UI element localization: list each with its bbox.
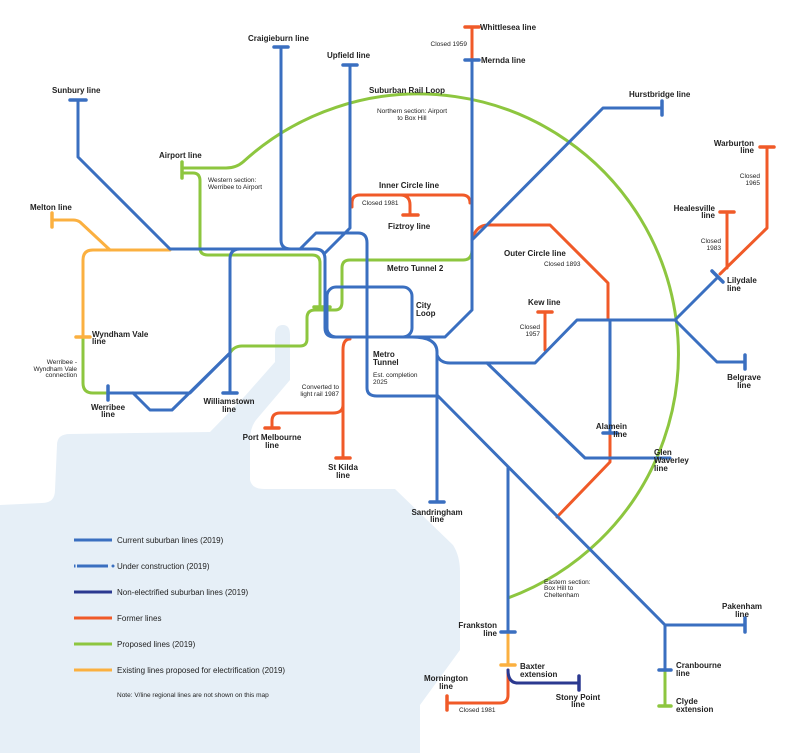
wyndham-vale-line [81,248,172,339]
inner-circle-line [350,193,472,209]
label-srl: Suburban Rail Loop [369,86,445,95]
label-melton: Melton line [30,203,72,212]
metro-tunnel [298,231,439,398]
label-mernda: Mernda line [481,56,526,65]
port-melbourne-line [270,403,345,430]
legend-label: Under construction (2019) [117,562,210,571]
belgrave-line [673,318,747,364]
mornington-line [445,668,510,705]
legend-label: Former lines [117,614,161,623]
line-labels: Whittlesea line Mernda line Craigieburn … [30,23,762,714]
lilydale-line [435,275,720,365]
label-hurstbridge: Hurstbridge line [629,90,691,99]
legend-label: Current suburban lines (2019) [117,536,224,545]
label-whittlesea: Whittlesea line [480,23,537,32]
label-craigieburn: Craigieburn line [248,34,309,43]
port-phillip-bay-water [0,325,460,753]
note-mornington-closed: Closed 1981 [459,707,496,714]
legend-label: Non-electrified suburban lines (2019) [117,588,249,597]
legend-note: Note: V/line regional lines are not show… [117,692,269,699]
label-metro-tunnel-2: Metro Tunnel 2 [387,264,444,273]
hurstbridge-line [470,106,664,242]
note-whittlesea-closed: Closed 1959 [431,41,468,48]
st-kilda-line [341,337,352,460]
label-kew: Kew line [528,298,561,307]
sandringham-line [410,335,439,504]
craigieburn-line [279,45,293,251]
legend-swatch-construction-dot [111,564,115,568]
werribee-wyndham-connection [81,335,110,395]
airport-line-south [180,171,322,309]
label-fitzroy: Fiztroy line [388,222,431,231]
fitzroy-line [398,193,412,217]
suburban-rail-loop [180,92,680,600]
electrification-lines [50,211,517,667]
label-inner-circle: Inner Circle line [379,181,440,190]
glen-waverley-line [485,361,672,460]
label-upfield: Upfield line [327,51,371,60]
current-lines [68,45,747,672]
pakenham-line [435,393,747,627]
label-airport: Airport line [159,151,202,160]
melton-line [50,218,112,252]
note-inner-closed: Closed 1981 [362,200,399,207]
warburton-line [718,145,769,276]
legend: Current suburban lines (2019) Under cons… [74,536,285,699]
stony-point-line [506,668,581,685]
note-srl-western: Western section:Werribee to Airport [208,177,262,191]
upfield-line [323,63,352,255]
williamstown-line [228,247,242,395]
werribee-line-loop [131,351,232,412]
legend-label: Proposed lines (2019) [117,640,196,649]
lilydale-station [710,269,725,284]
label-outer-circle: Outer Circle line [504,249,566,258]
legend-label: Existing lines proposed for electrificat… [117,666,285,675]
note-outer-closed: Closed 1893 [544,261,581,268]
outer-circle-line-south [555,431,612,519]
label-sunbury: Sunbury line [52,86,101,95]
city-loop [325,285,414,339]
